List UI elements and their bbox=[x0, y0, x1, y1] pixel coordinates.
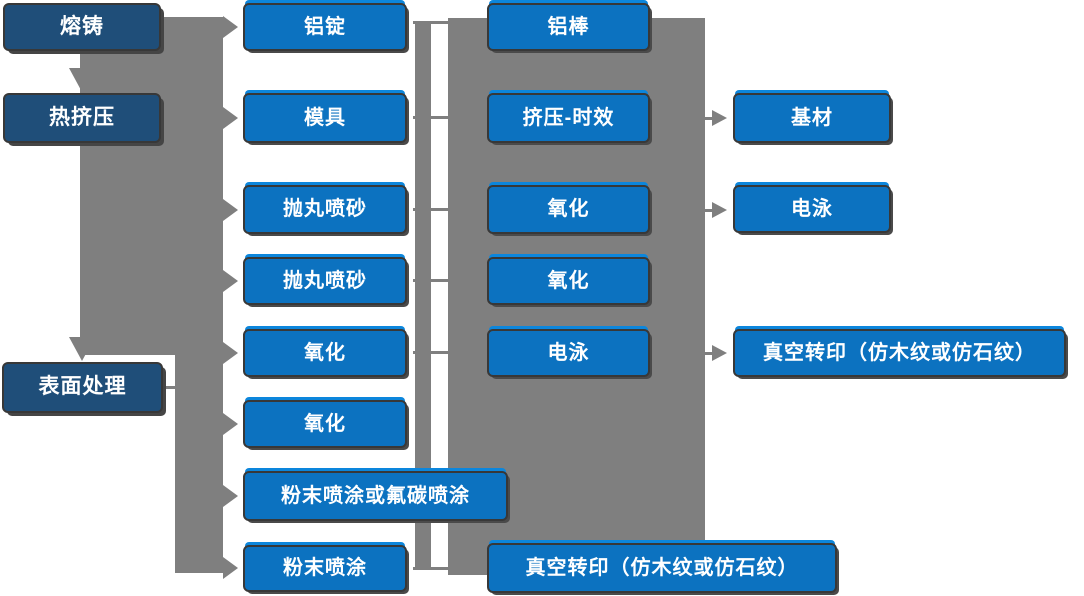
connector-tie-line-row4 bbox=[413, 279, 448, 282]
node-oxidation-2: 氧化 bbox=[243, 400, 407, 448]
arrow-down-to-hot-extrusion-icon bbox=[69, 68, 95, 92]
connector-surface-treatment-link bbox=[163, 386, 177, 389]
node-melting-label: 熔铸 bbox=[60, 14, 104, 38]
node-vacuum-transfer-right: 真空转印（仿木纹或仿石纹） bbox=[733, 329, 1066, 377]
node-shot-blasting-1: 抛丸喷砂 bbox=[243, 185, 407, 234]
node-oxidation-2-label: 氧化 bbox=[304, 412, 346, 435]
arrow-right-to-aluminum-ingot-icon bbox=[223, 16, 238, 38]
node-hot-extrusion-label: 热挤压 bbox=[49, 105, 115, 129]
node-electrophoresis-2: 电泳 bbox=[733, 185, 891, 233]
node-shot-blasting-2: 抛丸喷砂 bbox=[243, 257, 407, 305]
arrow-right-to-vacuum-transfer-icon bbox=[712, 345, 727, 361]
connector-trunk-lower bbox=[175, 355, 223, 573]
node-surface-treatment-label: 表面处理 bbox=[38, 375, 127, 399]
arrow-right-to-shot-blasting-1-icon bbox=[223, 199, 238, 221]
node-shot-blasting-1-label: 抛丸喷砂 bbox=[283, 198, 367, 220]
arrow-right-to-electrophoresis-icon bbox=[712, 202, 727, 218]
node-base-material-label: 基材 bbox=[791, 106, 833, 129]
connector-tie-line-row2 bbox=[413, 116, 448, 119]
arrow-right-to-base-material-icon bbox=[712, 110, 727, 126]
node-powder-coating-label: 粉末喷涂 bbox=[283, 557, 367, 579]
node-electrophoresis-1: 电泳 bbox=[487, 329, 650, 377]
node-shot-blasting-2-label: 抛丸喷砂 bbox=[283, 269, 367, 292]
arrow-right-to-oxidation-2-icon bbox=[223, 413, 238, 435]
node-surface-treatment: 表面处理 bbox=[2, 362, 163, 413]
node-oxidation-3: 氧化 bbox=[487, 185, 650, 234]
node-electrophoresis-1-label: 电泳 bbox=[547, 341, 590, 364]
node-aluminum-ingot: 铝锭 bbox=[243, 3, 407, 51]
node-oxidation-4-label: 氧化 bbox=[547, 269, 590, 292]
node-vacuum-transfer-bottom-label: 真空转印（仿木纹或仿石纹） bbox=[525, 556, 799, 579]
node-mold: 模具 bbox=[243, 93, 407, 143]
arrow-right-to-oxidation-1-icon bbox=[223, 342, 238, 364]
arrow-right-to-mold-icon bbox=[223, 107, 238, 129]
connector-stem-vacuum-transfer bbox=[703, 352, 714, 355]
connector-stem-electrophoresis bbox=[703, 209, 714, 212]
node-hot-extrusion: 热挤压 bbox=[3, 93, 161, 143]
node-oxidation-1: 氧化 bbox=[243, 329, 407, 377]
node-powder-coating: 粉末喷涂 bbox=[243, 545, 407, 592]
node-electrophoresis-2-label: 电泳 bbox=[791, 197, 833, 220]
connector-tie-line-row8 bbox=[413, 567, 448, 570]
node-oxidation-3-label: 氧化 bbox=[547, 198, 590, 220]
node-oxidation-4: 氧化 bbox=[487, 257, 650, 305]
node-extrusion-aging: 挤压-时效 bbox=[487, 93, 650, 143]
node-powder-or-fluorocarbon-coating: 粉末喷涂或氟碳喷涂 bbox=[243, 471, 508, 521]
connector-stem-base-material bbox=[703, 117, 714, 120]
arrow-right-to-powder-fluorocarbon-icon bbox=[223, 485, 238, 507]
connector-tie-line-row3 bbox=[413, 208, 448, 211]
connector-tie-line-row1 bbox=[413, 21, 448, 24]
node-aluminum-rod: 铝棒 bbox=[487, 3, 650, 51]
connector-trunk-upper bbox=[80, 17, 223, 355]
node-oxidation-1-label: 氧化 bbox=[304, 341, 346, 364]
node-extrusion-aging-label: 挤压-时效 bbox=[522, 106, 615, 129]
node-base-material: 基材 bbox=[733, 93, 891, 143]
node-aluminum-rod-label: 铝棒 bbox=[547, 15, 590, 38]
node-vacuum-transfer-right-label: 真空转印（仿木纹或仿石纹） bbox=[763, 341, 1036, 364]
connector-bar-middle bbox=[415, 21, 431, 570]
connector-tie-line-row5 bbox=[413, 351, 448, 354]
node-vacuum-transfer-bottom: 真空转印（仿木纹或仿石纹） bbox=[487, 543, 837, 593]
node-powder-or-fluorocarbon-coating-label: 粉末喷涂或氟碳喷涂 bbox=[281, 484, 470, 507]
node-mold-label: 模具 bbox=[304, 106, 346, 129]
node-aluminum-ingot-label: 铝锭 bbox=[304, 15, 346, 38]
node-melting: 熔铸 bbox=[3, 3, 161, 51]
arrow-right-to-shot-blasting-2-icon bbox=[223, 270, 238, 292]
arrow-down-to-surface-treatment-icon bbox=[69, 337, 95, 361]
arrow-right-to-powder-coating-icon bbox=[223, 557, 238, 579]
